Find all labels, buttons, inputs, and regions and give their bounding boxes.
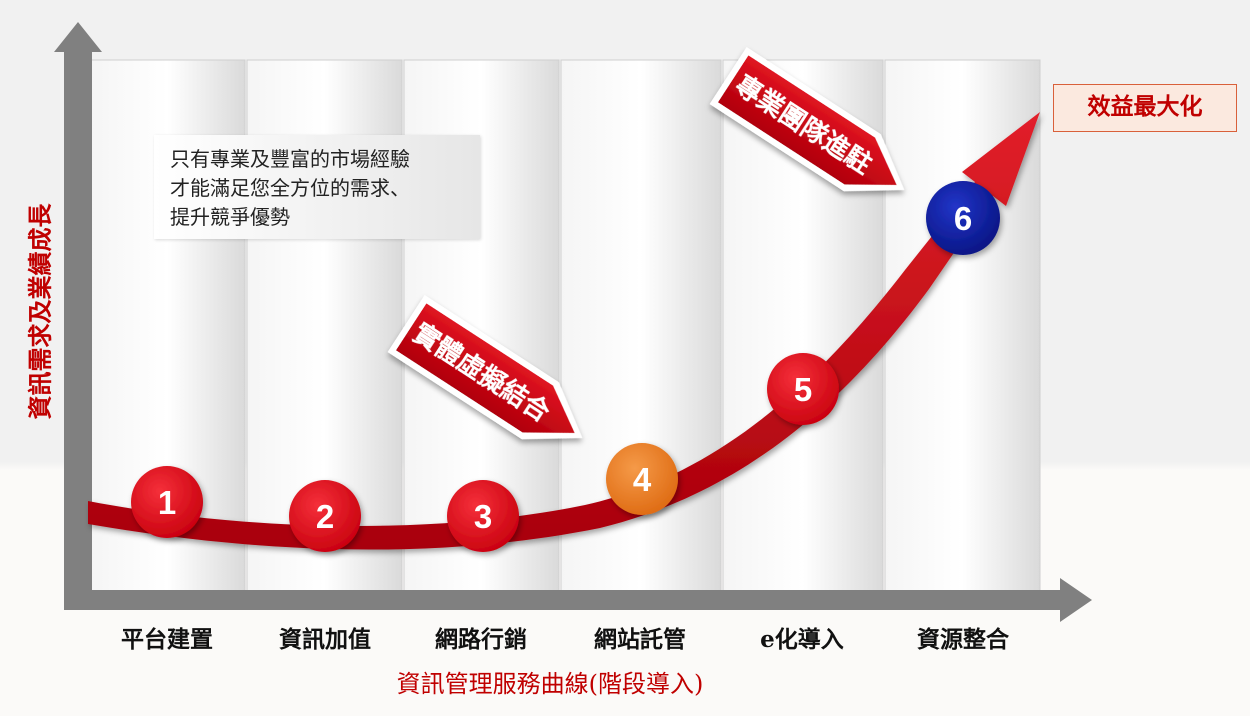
note-box: 只有專業及豐富的市場經驗 才能滿足您全方位的需求、 提升競爭優勢 (154, 135, 480, 239)
stage-label-5: e化導入 (760, 626, 844, 653)
note-line: 提升競爭優勢 (170, 205, 290, 229)
stage-label-2: 資訊加值 (279, 626, 371, 653)
x-axis-title: 資訊管理服務曲線(階段導入) (396, 670, 704, 698)
stage-number: 4 (633, 461, 652, 498)
stage-label-3: 網路行銷 (435, 626, 527, 653)
note-line: 才能滿足您全方位的需求、 (170, 176, 410, 200)
x-axis-arrow (64, 578, 1092, 622)
stage-columns (89, 59, 1041, 594)
stage-number: 5 (794, 371, 812, 408)
stage-label-4: 網站託管 (594, 626, 686, 653)
axes (54, 22, 1092, 622)
stage-markers: 1 2 3 4 5 6 (131, 181, 1000, 552)
stage-number: 3 (474, 498, 492, 535)
stage-marker-2: 2 (289, 480, 361, 552)
stage-marker-3: 3 (447, 480, 519, 552)
stage-marker-1: 1 (131, 466, 203, 538)
stage-number: 1 (158, 484, 176, 521)
stage-marker-6: 6 (926, 181, 1000, 255)
stage-label-1: 平台建置 (121, 626, 213, 653)
y-axis-arrow (54, 22, 102, 602)
stage-label-6: 資源整合 (917, 626, 1009, 653)
stage-number: 6 (954, 200, 972, 237)
stage-marker-4: 4 (606, 443, 678, 515)
y-axis-title: 資訊需求及業績成長 (26, 203, 55, 420)
stage-number: 2 (316, 498, 334, 535)
note-line: 只有專業及豐富的市場經驗 (170, 147, 410, 171)
stage-marker-5: 5 (767, 353, 839, 425)
goal-label-box: 效益最大化 (1053, 84, 1237, 132)
